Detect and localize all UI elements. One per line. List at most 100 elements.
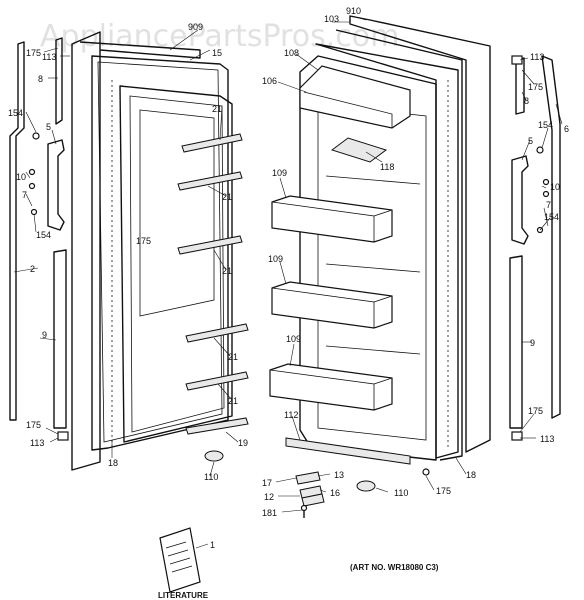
callout-label: 21 — [222, 266, 232, 276]
callout-label: 7 — [22, 190, 27, 200]
freezer-door-outer — [71, 31, 101, 471]
callout-label: 13 — [334, 470, 344, 480]
callout-label: 8 — [38, 74, 43, 84]
screw-icon — [542, 178, 550, 186]
bottom-trim-left — [53, 249, 67, 429]
art-number: (ART NO. WR18080 C3) — [350, 563, 439, 572]
leader-lines — [13, 15, 563, 549]
callout-label: 109 — [268, 254, 283, 264]
callout-label: 15 — [212, 48, 222, 58]
egg-tray — [330, 137, 388, 163]
callout-label: 109 — [272, 168, 287, 178]
callout-label: 113 — [530, 52, 544, 62]
callout-label: 110 — [394, 488, 408, 498]
callout-label: 108 — [284, 48, 299, 58]
screw-icon — [28, 182, 36, 190]
screw-icon — [32, 132, 40, 140]
callout-labels: 175 113 8 909 15 154 5 10 7 154 175 2 9 … — [8, 6, 569, 550]
callout-label: 8 — [524, 96, 529, 106]
dairy-door — [303, 91, 393, 128]
callout-label: 154 — [538, 120, 553, 130]
door-bin — [269, 195, 393, 411]
fresh-food-liner — [299, 55, 437, 461]
callout-label: 1 — [210, 540, 215, 550]
freezer-shelf-bar — [177, 133, 249, 435]
callout-label: 154 — [8, 108, 23, 118]
trim-strip-right — [515, 57, 525, 115]
callout-label: 6 — [564, 124, 569, 134]
callout-label: 21 — [228, 352, 238, 362]
freezer-gasket-inner — [97, 61, 223, 443]
handle-left — [47, 139, 65, 231]
callout-label: 2 — [30, 264, 35, 274]
screw-icon — [30, 208, 38, 216]
callout-label: 181 — [262, 508, 277, 518]
door-cap-right — [356, 480, 376, 492]
end-cap-left — [57, 431, 69, 441]
end-cap-right-bottom — [511, 431, 523, 441]
literature-caption: LITERATURE — [158, 591, 209, 600]
hinge-assembly — [295, 471, 325, 518]
fresh-food-door-shell — [335, 29, 463, 461]
callout-label: 16 — [330, 488, 340, 498]
callout-label: 103 — [324, 14, 339, 24]
freezer-door-gasket — [91, 55, 229, 451]
callout-label: 5 — [46, 122, 51, 132]
literature-booklet — [159, 527, 201, 593]
screw-icon — [536, 146, 544, 154]
callout-label: 106 — [262, 76, 277, 86]
callout-label: 109 — [286, 334, 301, 344]
callout-label: 5 — [528, 136, 533, 146]
callout-label: 19 — [238, 438, 248, 448]
dairy-compartment — [299, 65, 411, 129]
bottom-trim-right — [509, 255, 523, 429]
fresh-food-door-outer — [349, 15, 491, 453]
callout-label: 175 — [436, 486, 451, 496]
callout-label: 18 — [466, 470, 476, 480]
callout-label: 909 — [188, 22, 203, 32]
callout-label: 910 — [346, 6, 361, 16]
handle-trim-right — [541, 55, 561, 419]
callout-label: 10 — [550, 182, 560, 192]
callout-label: 175 — [528, 406, 543, 416]
callout-label: 17 — [262, 478, 272, 488]
freezer-door-top — [79, 41, 201, 59]
freezer-liner-inner — [129, 95, 225, 433]
screw-icon — [542, 190, 550, 198]
callout-label: 175 — [26, 48, 41, 58]
callout-label: 112 — [284, 410, 298, 420]
fresh-food-gasket — [315, 43, 459, 459]
callout-label: 113 — [42, 52, 56, 62]
freezer-liner-panel — [139, 109, 215, 317]
end-cap-right-top — [511, 55, 523, 65]
door-cap-left — [204, 450, 224, 462]
callout-label: 154 — [544, 212, 559, 222]
handle-right — [511, 155, 529, 245]
callout-label: 7 — [546, 200, 551, 210]
callout-label: 118 — [380, 162, 394, 172]
callout-label: 12 — [264, 492, 274, 502]
callout-label: 175 — [26, 420, 41, 430]
callout-label: 175 — [528, 82, 543, 92]
callout-label: 113 — [30, 438, 44, 448]
screw-icon — [28, 168, 36, 176]
bottom-bar-right — [285, 437, 411, 465]
callout-label: 154 — [36, 230, 51, 240]
callout-label: 175 — [136, 236, 151, 246]
fresh-food-liner-ribs — [325, 175, 421, 355]
callout-label: 9 — [42, 330, 47, 340]
callout-label: 21 — [228, 396, 238, 406]
callout-label: 10 — [16, 172, 26, 182]
callout-label: 18 — [108, 458, 118, 468]
callout-label: 9 — [530, 338, 535, 348]
callout-label: 113 — [540, 434, 554, 444]
callout-label: 21 — [222, 192, 232, 202]
callout-label: 110 — [204, 472, 218, 482]
callout-label: 21 — [212, 104, 222, 114]
freezer-door-liner — [119, 85, 233, 443]
screw-icon — [422, 468, 430, 476]
handle-trim-left — [9, 41, 25, 421]
trim-strip-left — [55, 37, 63, 125]
